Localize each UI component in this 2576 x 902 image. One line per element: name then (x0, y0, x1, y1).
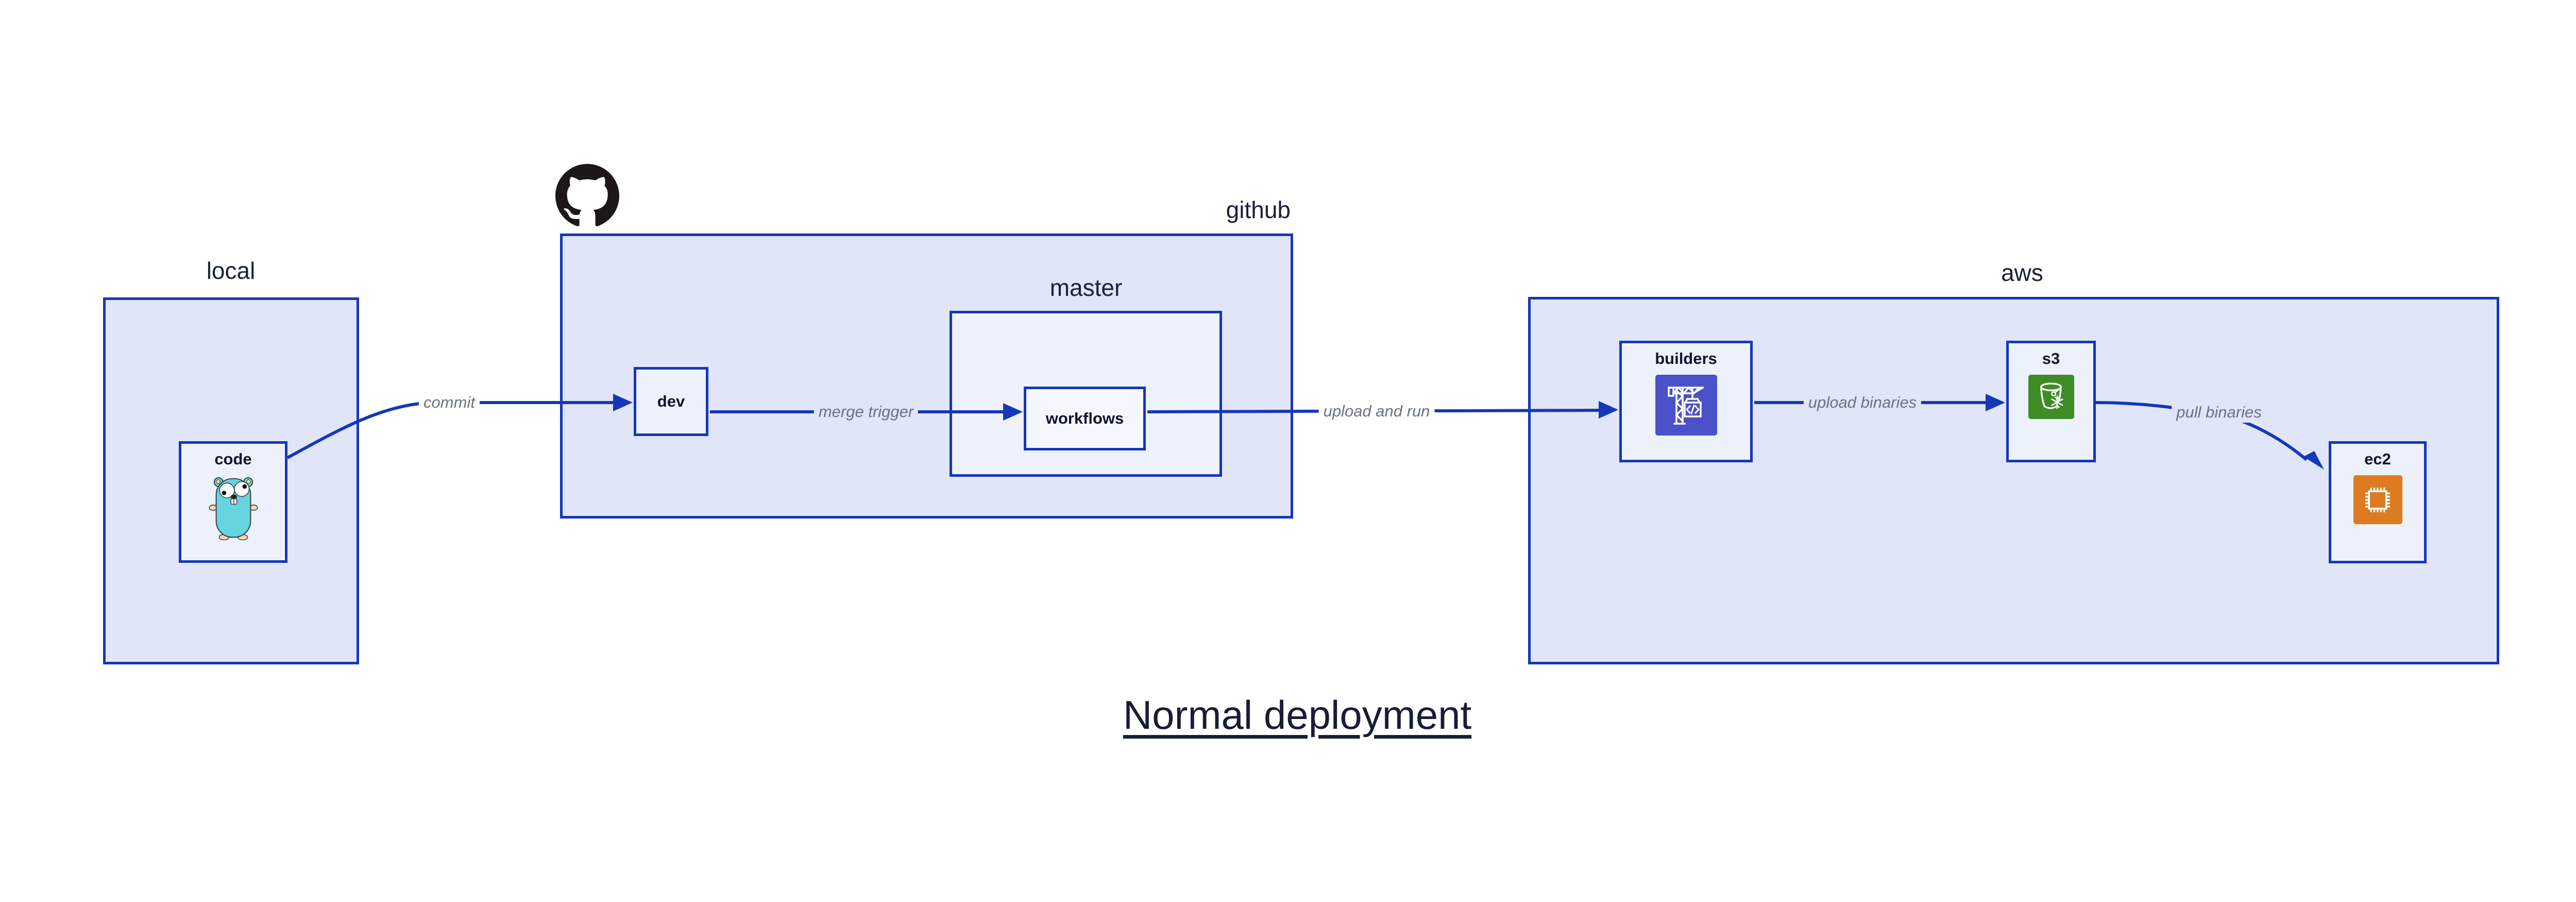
node-workflows: workflows (1024, 387, 1146, 450)
node-code: code (179, 441, 287, 563)
node-label-workflows: workflows (1045, 409, 1124, 427)
edge-label-upload-binaries: upload binaries (1803, 392, 1922, 413)
ec2-chip-icon (2353, 475, 2402, 524)
node-label-dev: dev (657, 392, 685, 410)
s3-glacier-bucket-icon (2028, 375, 2074, 419)
edge-label-merge-trigger: merge trigger (814, 402, 919, 422)
node-dev: dev (634, 367, 708, 436)
codebuild-crane-icon (1655, 375, 1717, 436)
node-label-code: code (214, 450, 252, 468)
node-label-s3: s3 (2042, 349, 2060, 368)
edge-label-pull-binaries: pull binaries (2172, 402, 2266, 423)
group-label-github: github (1226, 196, 1291, 223)
node-label-builders: builders (1655, 349, 1717, 368)
node-label-ec2: ec2 (2364, 450, 2391, 468)
group-label-local: local (206, 257, 256, 284)
group-label-aws: aws (2001, 259, 2043, 286)
node-builders: builders (1619, 341, 1753, 462)
diagram-title: Normal deployment (1123, 692, 1472, 738)
node-ec2: ec2 (2329, 441, 2427, 563)
github-octocat-icon (555, 164, 619, 228)
group-label-master: master (1049, 274, 1123, 301)
edge-label-commit: commit (419, 392, 480, 413)
edge-label-upload-and-run: upload and run (1318, 401, 1435, 422)
node-s3: s3 (2006, 341, 2096, 462)
go-gopher-icon (209, 475, 258, 541)
